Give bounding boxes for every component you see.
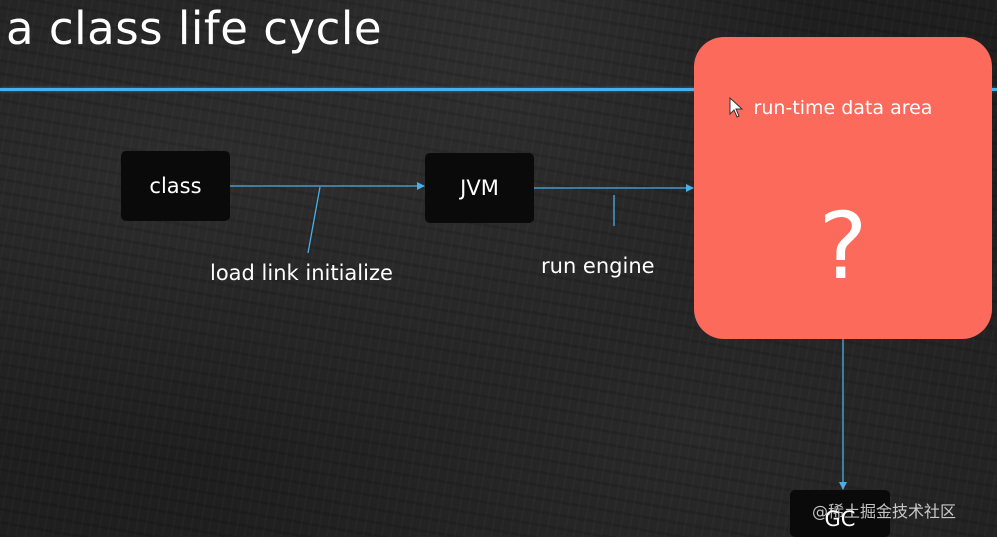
watermark: @稀土掘金技术社区 bbox=[812, 502, 957, 521]
class-node: class bbox=[121, 151, 230, 221]
class-node-label: class bbox=[149, 174, 202, 198]
question-mark: ? bbox=[818, 193, 868, 300]
page-title: a class life cycle bbox=[6, 2, 383, 55]
mouse-pointer-icon bbox=[729, 97, 744, 118]
callout-line-load bbox=[307, 186, 321, 254]
gc-node: GC bbox=[790, 490, 890, 537]
gc-node-label: GC bbox=[824, 507, 856, 531]
runtime-data-area-label: run-time data area bbox=[753, 97, 933, 119]
jvm-node-label: JVM bbox=[460, 176, 499, 200]
load-link-initialize-label: load link initialize bbox=[210, 261, 393, 285]
title-divider bbox=[0, 88, 997, 91]
runtime-data-area-box: run-time data area ? bbox=[694, 37, 992, 339]
run-engine-label: run engine bbox=[541, 254, 655, 278]
jvm-node: JVM bbox=[425, 153, 534, 223]
